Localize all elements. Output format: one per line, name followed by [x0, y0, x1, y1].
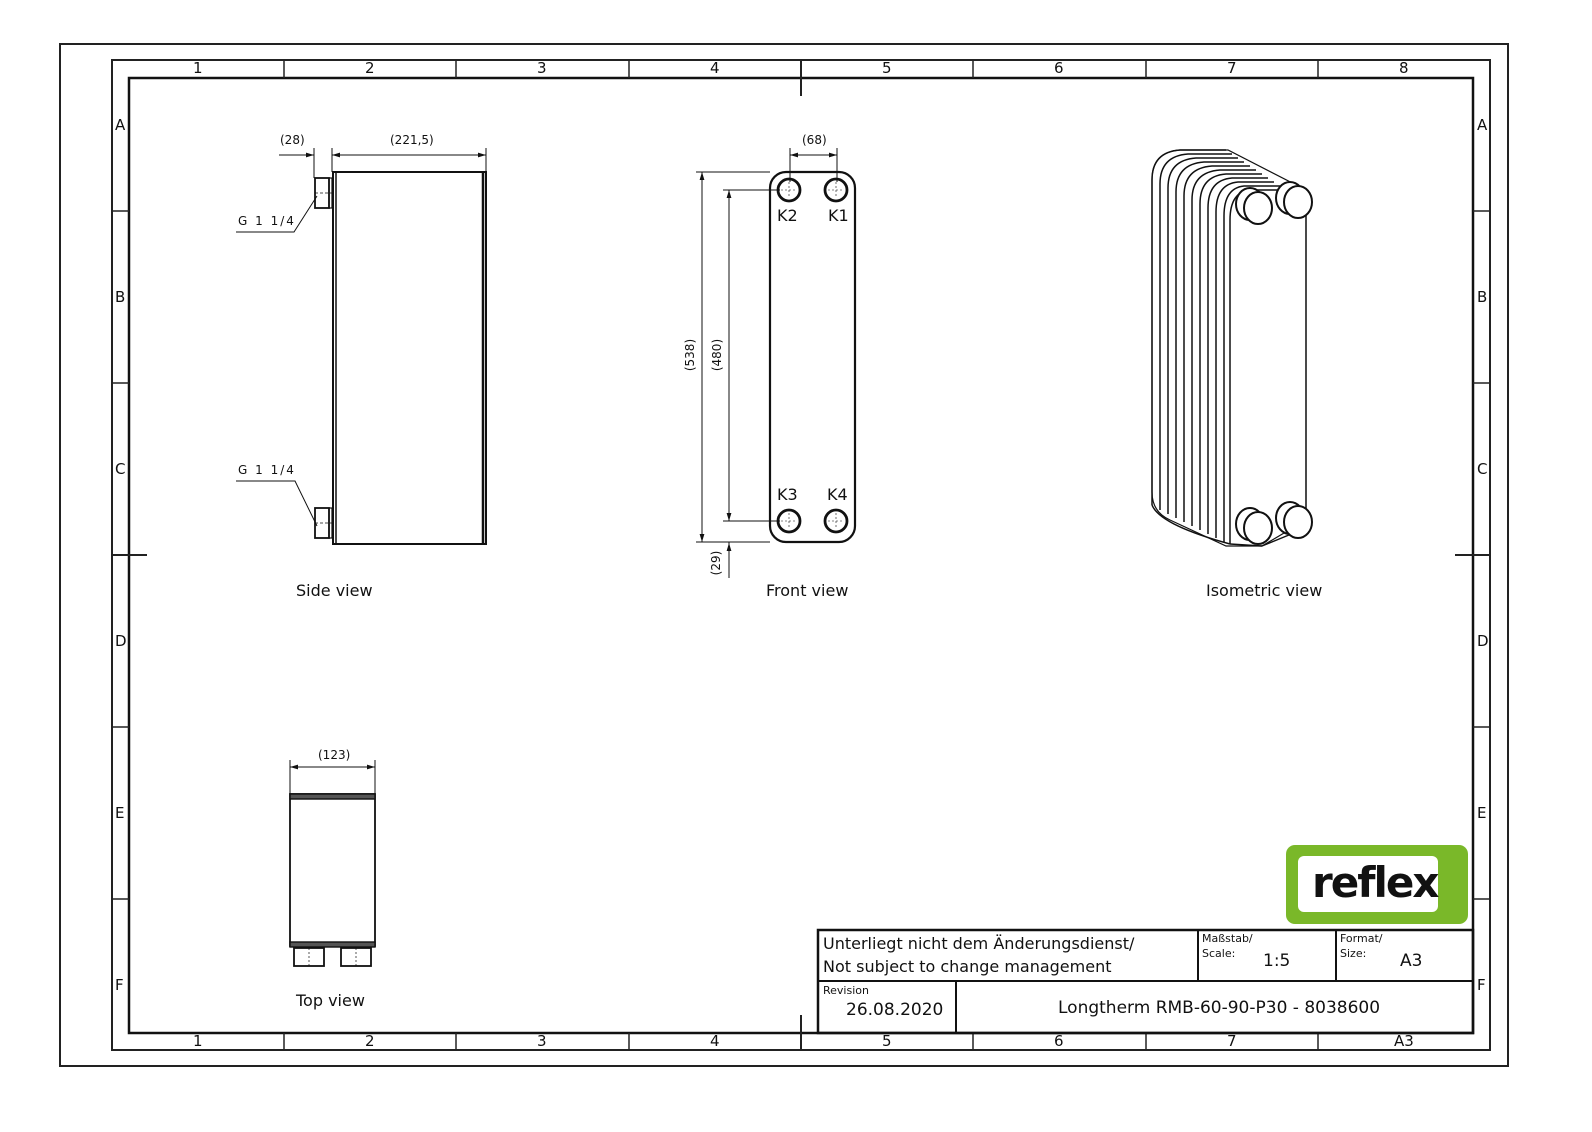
- title-block-revision-date: 26.08.2020: [846, 1000, 944, 1020]
- front-dim-port-spacing: (68): [802, 133, 827, 147]
- title-block-scale-label-en: Scale:: [1202, 947, 1236, 960]
- row-label-left-b: B: [115, 288, 126, 306]
- row-label-right-d: D: [1477, 632, 1489, 650]
- port-label-k3: K3: [777, 485, 798, 504]
- side-view-label: Side view: [296, 581, 373, 600]
- side-thread-bottom: G 1 1/4: [238, 463, 296, 477]
- title-block-notice-en: Not subject to change management: [823, 957, 1112, 976]
- column-label-bottom-5: 5: [882, 1032, 892, 1050]
- title-block-format-value: A3: [1400, 951, 1423, 971]
- column-label-top-8: 8: [1399, 59, 1409, 77]
- row-label-left-d: D: [115, 632, 127, 650]
- top-view-label: Top view: [296, 991, 365, 1010]
- top-view-drawing: [289, 760, 376, 967]
- isometric-view-drawing: [1151, 149, 1313, 547]
- column-label-top-7: 7: [1227, 59, 1237, 77]
- drawing-title: Longtherm RMB-60-90-P30 - 8038600: [1058, 998, 1381, 1018]
- row-label-right-a: A: [1477, 116, 1488, 134]
- row-label-left-a: A: [115, 116, 126, 134]
- column-label-top-4: 4: [710, 59, 720, 77]
- port-label-k2: K2: [777, 206, 798, 225]
- outer-border: [59, 43, 1509, 1067]
- title-block-format-label-en: Size:: [1340, 947, 1367, 960]
- column-label-bottom-size: A3: [1394, 1032, 1414, 1050]
- row-label-left-c: C: [115, 460, 126, 478]
- reflex-logo-text: reflex: [1312, 858, 1439, 907]
- row-label-left-e: E: [115, 804, 125, 822]
- column-label-top-3: 3: [537, 59, 547, 77]
- reflex-logo: reflex: [1286, 845, 1468, 924]
- row-label-right-e: E: [1477, 804, 1487, 822]
- column-label-bottom-7: 7: [1227, 1032, 1237, 1050]
- column-label-bottom-2: 2: [365, 1032, 375, 1050]
- front-view-label: Front view: [766, 581, 849, 600]
- top-dim-width: (123): [318, 748, 351, 762]
- title-block-revision-label: Revision: [823, 984, 869, 997]
- port-label-k4: K4: [827, 485, 848, 504]
- row-label-right-c: C: [1477, 460, 1488, 478]
- row-label-left-f: F: [115, 976, 124, 994]
- port-label-k1: K1: [828, 206, 849, 225]
- column-label-top-2: 2: [365, 59, 375, 77]
- front-dim-bottom-offset: (29): [709, 550, 723, 576]
- row-label-right-f: F: [1477, 976, 1486, 994]
- side-thread-top: G 1 1/4: [238, 214, 296, 228]
- column-label-top-1: 1: [193, 59, 203, 77]
- isometric-view-label: Isometric view: [1206, 581, 1323, 600]
- column-label-bottom-3: 3: [537, 1032, 547, 1050]
- column-label-bottom-6: 6: [1054, 1032, 1064, 1050]
- column-dividers: [283, 60, 1319, 1050]
- title-block-notice-de: Unterliegt nicht dem Änderungsdienst/: [823, 934, 1135, 953]
- side-view-drawing: [236, 148, 487, 545]
- front-view-drawing: [696, 148, 857, 578]
- column-label-top-5: 5: [882, 59, 892, 77]
- column-label-bottom-1: 1: [193, 1032, 203, 1050]
- front-dim-port-height: (480): [710, 338, 724, 372]
- front-dim-total-height: (538): [683, 338, 697, 372]
- title-block-lines: [816, 928, 1475, 1035]
- side-dim-connection: (28): [280, 133, 305, 147]
- column-label-top-6: 6: [1054, 59, 1064, 77]
- row-dividers: [112, 210, 1490, 900]
- title-block-format-label-de: Format/: [1340, 932, 1383, 945]
- reflex-logo-inner: reflex: [1298, 856, 1439, 912]
- column-label-bottom-4: 4: [710, 1032, 720, 1050]
- title-block-scale-label-de: Maßstab/: [1202, 932, 1253, 945]
- title-block-scale-value: 1:5: [1263, 951, 1291, 971]
- row-label-right-b: B: [1477, 288, 1488, 306]
- side-dim-depth: (221,5): [390, 133, 434, 147]
